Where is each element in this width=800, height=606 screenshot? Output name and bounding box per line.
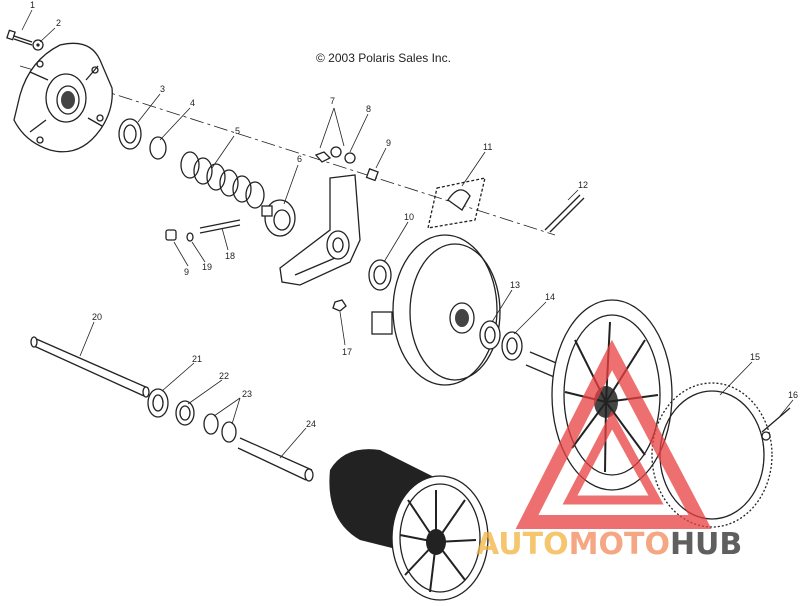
callout-14: 14: [545, 292, 555, 302]
part-2-washer: [32, 39, 44, 51]
watermark-moto: MOTO: [569, 527, 670, 562]
part-18-pin: [199, 219, 241, 234]
part-5-spring: [180, 151, 265, 209]
cover-housing: [13, 42, 113, 153]
callout-numbers: 1 2 3 4 5 6 7 8 9 10 11 12 13 14 15 16 1…: [30, 0, 798, 429]
watermark-logo: AUTOMOTOHUB: [476, 339, 742, 562]
watermark-hub: HUB: [670, 527, 742, 562]
callout-11: 11: [483, 142, 492, 152]
part-6-spider: [261, 199, 296, 237]
callout-9b: 9: [184, 267, 189, 277]
pivot-arm: [279, 174, 361, 286]
callout-19: 19: [202, 262, 212, 272]
callout-10: 10: [404, 212, 414, 222]
part-1-bolt: [6, 29, 33, 46]
callout-3: 3: [160, 84, 165, 94]
callout-4: 4: [190, 98, 195, 108]
callout-22: 22: [219, 371, 229, 381]
callout-2: 2: [56, 18, 61, 28]
callout-7: 7: [330, 96, 335, 106]
callout-12: 12: [578, 180, 588, 190]
callout-15: 15: [750, 352, 760, 362]
part-3-bushing: [118, 118, 142, 150]
callout-23: 23: [242, 389, 252, 399]
part-4-ring: [149, 136, 167, 160]
callout-6: 6: [297, 154, 302, 164]
part-20-shaft: [30, 336, 150, 398]
callout-21: 21: [192, 354, 202, 364]
part-10-washer: [368, 259, 392, 291]
callout-17: 17: [342, 347, 352, 357]
part-13-bushing: [479, 320, 501, 350]
callout-8: 8: [366, 104, 371, 114]
watermark-auto: AUTO: [476, 527, 569, 562]
callout-9: 9: [386, 138, 391, 148]
callout-18: 18: [225, 251, 235, 261]
part-17-nut: [332, 299, 347, 312]
part-23-rings: [203, 413, 237, 443]
part-7-8-rollers: [314, 146, 379, 182]
leader-lines: [21, 9, 794, 459]
part-11-bracket: [427, 177, 486, 229]
driven-clutch-assembly: [329, 449, 489, 601]
watermark-triangle: [515, 339, 712, 529]
callout-24: 24: [306, 419, 316, 429]
part-24-sleeve: [237, 437, 314, 482]
callout-16: 16: [788, 390, 798, 400]
callout-13: 13: [510, 280, 520, 290]
callout-1: 1: [30, 0, 35, 10]
part-21-bearing: [147, 388, 169, 418]
part-16-bolt: [761, 407, 791, 441]
callout-20: 20: [92, 312, 102, 322]
part-9-roller-left: [165, 229, 177, 241]
part-19-washer: [186, 232, 194, 242]
part-14-ring: [501, 331, 523, 361]
copyright-text: © 2003 Polaris Sales Inc.: [316, 51, 451, 65]
svg-text:AUTOMOTOHUB: AUTOMOTOHUB: [476, 527, 742, 562]
part-22-bushing: [175, 400, 195, 426]
callout-5: 5: [235, 126, 240, 136]
moveable-sheave: [371, 234, 501, 386]
part-12-bolt: [544, 194, 585, 233]
